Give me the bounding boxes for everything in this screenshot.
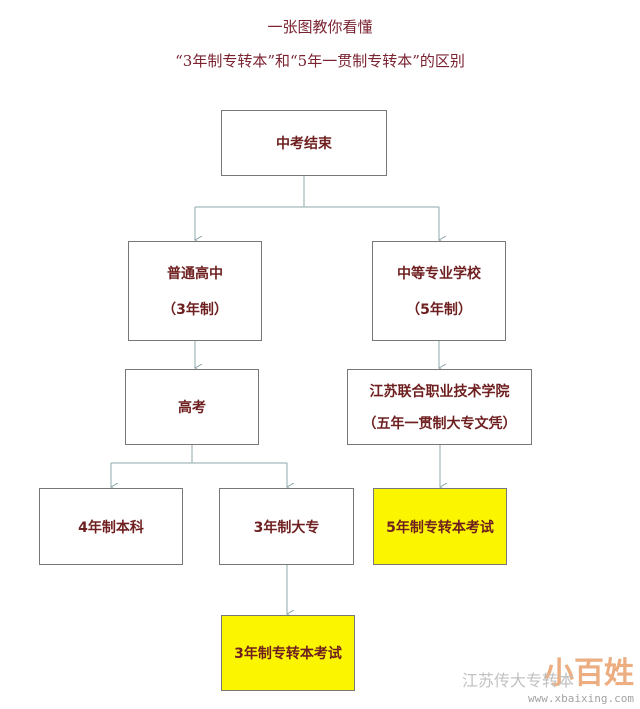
node-bachelor: 4年制本科 [39, 488, 183, 565]
node-jiangsu: 江苏联合职业技术学院 （五年一贯制大专文凭） [347, 369, 532, 445]
node-label: 3年制大专 [253, 519, 320, 536]
node-exam3: 3年制专转本考试 [221, 615, 355, 691]
node-label: 高考 [178, 400, 206, 416]
connector-gaokao [111, 445, 287, 464]
node-start: 中考结束 [221, 110, 387, 176]
node-sublabel: （5年制） [406, 302, 472, 318]
node-high-school: 普通高中 （3年制） [128, 241, 262, 341]
node-label: 5年制专转本考试 [386, 519, 494, 536]
node-vocational: 中等专业学校 （5年制） [372, 241, 506, 341]
watermark-logo: 小百姓 [544, 656, 634, 691]
diagram-subtitle: “3年制专转本”和“5年一贯制专转本”的区别 [175, 52, 465, 70]
node-label: 江苏联合职业技术学院 [369, 384, 510, 400]
node-label: 中考结束 [276, 136, 332, 152]
node-label: 4年制本科 [78, 519, 144, 536]
node-sublabel: （3年制） [162, 302, 228, 318]
watermark-sub: 江苏传大专转本 [461, 671, 574, 690]
node-label: 中等专业学校 [397, 266, 481, 282]
node-label: 普通高中 [167, 266, 223, 282]
watermark: 江苏传大专转本 小百姓 www.xbaixing.com [462, 648, 634, 705]
watermark-url: www.xbaixing.com [528, 692, 634, 705]
node-label: 3年制专转本考试 [234, 646, 342, 662]
node-exam5: 5年制专转本考试 [373, 488, 507, 565]
connector-start [195, 176, 439, 208]
node-sublabel: （五年一贯制大专文凭） [362, 416, 517, 432]
node-college3: 3年制大专 [219, 488, 354, 565]
node-gaokao: 高考 [125, 369, 259, 445]
diagram-title: 一张图教你看懂 [267, 18, 373, 36]
